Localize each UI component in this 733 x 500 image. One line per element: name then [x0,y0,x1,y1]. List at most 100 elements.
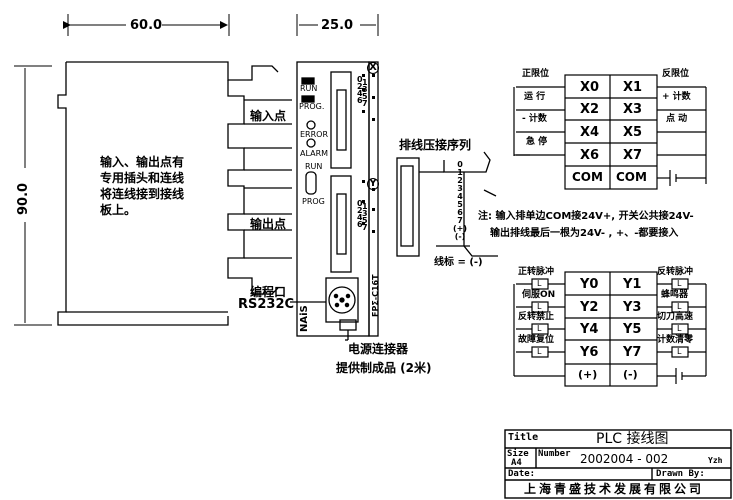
load-symbol: L [677,302,682,311]
module-note-line: 板上。 [100,203,137,217]
output-cell-y2: Y2 [580,300,599,315]
output-left-label: 故障复位 [518,335,555,345]
input-cell-x4: X4 [580,125,600,140]
ribbon-pin: 7 [457,216,463,225]
digit: 7 [362,99,368,108]
led-error-label: ERROR [300,130,329,139]
drawn-by-label: Drawn By: [656,469,705,479]
dimension-width [63,14,230,36]
ribbon-title: 排线压接序列 [399,138,472,152]
programming-port-label: 编程口 [250,285,287,299]
ribbon-pin: 4 [457,192,463,201]
size-value: A4 [511,458,522,468]
supplied-cable-label: 提供制成品 (2米) [336,361,432,375]
input-cell-x6: X6 [580,148,600,163]
led-run-label: RUN [300,84,318,93]
output-left-label: 反转禁止 [518,312,555,322]
load-symbol: L [537,302,542,311]
output-cell-y1: Y1 [623,277,642,292]
output-right-label: 蜂鸣器 [661,290,689,300]
output-left-label: 正转脉冲 [518,267,555,277]
module-note: 输入、输出点有 专用插头和连线 将连线接到接线 板上。 [100,154,184,218]
dimension-depth [296,14,379,36]
ribbon-pin-list: 0 1 2 3 4 5 6 7 (+) (-) [453,161,467,241]
output-right-label: 计数清零 [657,335,694,345]
ribbon-color-note: 线标 = (-) [434,257,483,268]
output-led-digits: 0 2 4 6 [357,199,363,229]
input-led-digits-odd: 1 3 5 7 [362,78,368,108]
input-x-symbol: X [367,62,379,74]
input-right-label: 点 动 [666,114,688,124]
input-cell-x1: X1 [623,80,643,95]
note-line-2: 输出排线最后一根为24V- , +、-都要接入 [490,228,679,239]
output-cell-y6: Y6 [580,345,599,360]
input-cell-x0: X0 [580,80,600,95]
input-cell-com: COM [572,170,603,184]
digit: 5 [362,216,368,225]
output-led-digits-odd: 1 3 5 7 [362,203,368,232]
output-right-label: 切刀高速 [657,312,694,322]
rs232c-label: RS232C [238,297,295,312]
ribbon-pin: 1 [457,168,463,177]
number-label: Number [538,449,571,459]
digit: 5 [362,92,368,101]
input-cell-x3: X3 [623,102,643,117]
drawing-title: PLC 接线图 [596,431,669,447]
power-connector-label: 电源连接器 [348,342,409,356]
ribbon-pin: 6 [457,208,463,217]
digit: 3 [362,209,368,218]
ribbon-pin: 3 [457,184,463,193]
module-note-line: 将连线接到接线 [100,187,185,201]
dimension-width-label: 60.0 [130,18,163,33]
led-alarm-label: ALARM [300,149,329,158]
output-cell-y7: Y7 [623,345,642,360]
module-note-line: 输入、输出点有 [100,155,185,169]
dimension-depth-label: 25.0 [321,18,354,33]
input-right-label: 反限位 [662,69,690,79]
led-prog-label: PROG. [299,102,325,111]
digit: 6 [357,96,363,105]
title-block-frame [504,429,732,499]
io-module-outline [57,61,292,326]
ribbon-pin: 2 [457,176,463,185]
input-left-label: - 计数 [522,114,547,124]
input-right-label: + 计数 [662,92,691,102]
drawing-number: 2002004 - 002 [580,452,669,466]
input-cell-x5: X5 [623,125,643,140]
input-cell-x2: X2 [580,102,600,117]
digit: 3 [362,85,368,94]
digit: 0 [357,75,363,84]
digit: 2 [357,206,363,215]
ribbon-pin: 0 [457,160,463,169]
output-right-label: 反转脉冲 [657,267,694,277]
ribbon-pin: 5 [457,200,463,209]
output-point-label: 输出点 [250,217,287,231]
load-symbol: L [677,279,682,288]
ribbon-pin: (+) [453,224,468,233]
note-line-1: 注: 输入排单边COM接24V+, 开关公共接24V- [478,211,694,222]
ribbon-connector [396,151,498,257]
input-point-label: 输入点 [250,109,287,123]
output-y-symbol: Y [367,178,379,190]
digit: 4 [357,89,363,98]
load-symbol: L [677,347,682,356]
output-cell-plus: (+) [578,368,598,381]
output-cell-y3: Y3 [623,300,642,315]
output-cell-y0: Y0 [580,277,599,292]
dimension-height-label: 90.0 [16,182,31,215]
model-label: FPΣ-C16T [371,274,380,317]
digit: 0 [357,199,363,208]
digit: 1 [362,78,368,87]
output-left-label: 伺服ON [522,290,556,300]
input-cell-com: COM [616,170,647,184]
digit: 2 [357,82,363,91]
output-table-grid [513,271,707,387]
digit: 4 [357,213,363,222]
switch-prog-label: PROG [302,197,325,206]
load-symbol: L [537,347,542,356]
digit: 6 [357,220,363,229]
input-led-digits: 0 2 4 6 [357,75,363,105]
input-left-label: 急 停 [526,137,548,147]
company-name: 上海青盛技术发展有限公司 [524,482,705,496]
title-label: Title [508,432,539,443]
